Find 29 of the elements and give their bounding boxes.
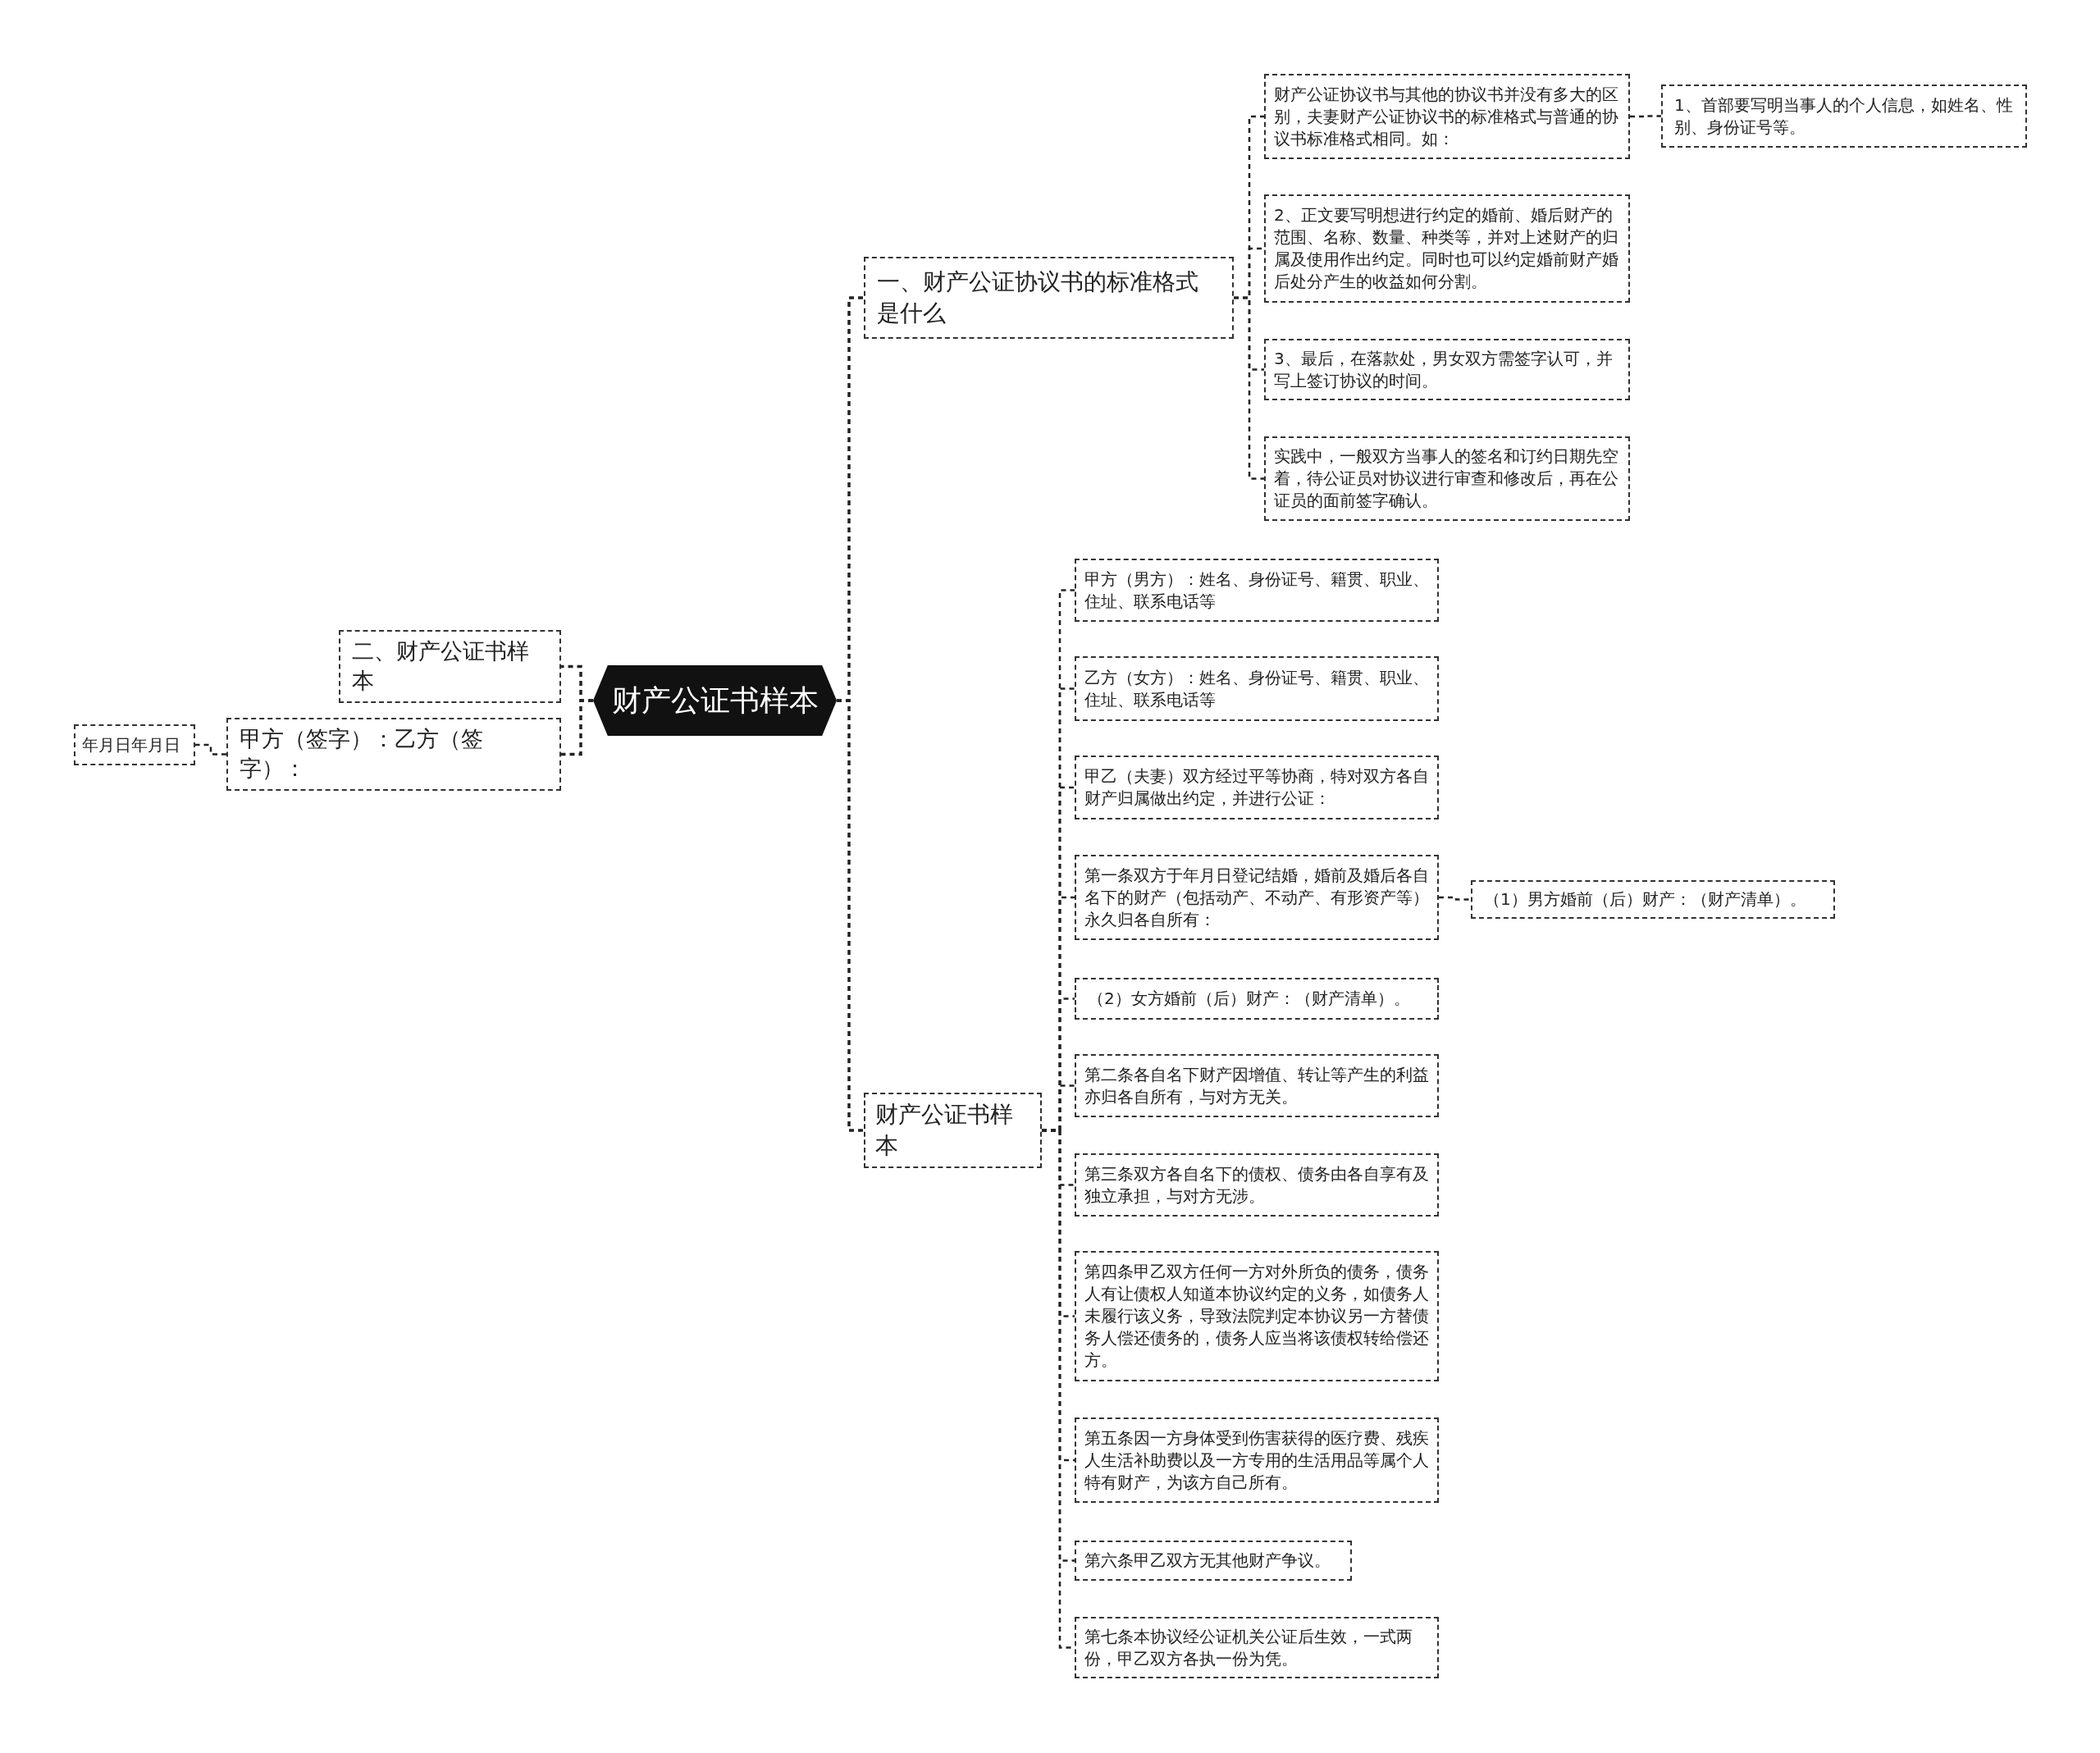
central-topic: 财产公证书样本 (593, 665, 837, 736)
topic-box: 财产公证协议书与其他的协议书并没有多大的区别，夫妻财产公证协议书的标准格式与普通的协议书标准格式相同。如： (1264, 74, 1630, 159)
topic-box: 二、财产公证书样本 (339, 630, 561, 703)
topic-box: 第三条双方各自名下的债权、债务由各自享有及独立承担，与对方无涉。 (1075, 1153, 1439, 1217)
topic-box: 第六条甲乙双方无其他财产争议。 (1075, 1541, 1352, 1581)
connector-line (1234, 296, 1264, 480)
topic-box: 第七条本协议经公证机关公证后生效，一式两份，甲乙双方各执一份为凭。 (1075, 1617, 1439, 1678)
topic-box: 1、首部要写明当事人的个人信息，如姓名、性别、身份证号等。 (1661, 84, 2027, 148)
topic-box: 实践中，一般双方当事人的签名和订约日期先空着，待公证员对协议进行审查和修改后，再在公证员的面前签字确认。 (1264, 436, 1630, 521)
topic-box: 甲方（签字）：乙方（签字）： (226, 718, 561, 791)
topic-box: 第四条甲乙双方任何一方对外所负的债务，债务人有让债权人知道本协议约定的义务，如债务人未履行该义务，导致法院判定本协议另一方替债务人偿还债务的，债务人应当将该债权转给偿还方。 (1075, 1251, 1439, 1381)
connector-line (837, 699, 864, 1132)
topic-box: （2）女方婚前（后）财产：（财产清单）。 (1075, 978, 1439, 1020)
connector-line (561, 699, 593, 756)
topic-box: 第一条双方于年月日登记结婚，婚前及婚后各自名下的财产（包括动产、不动产、有形资产等）永久归各自所有： (1075, 855, 1439, 940)
topic-box: 第二条各自名下财产因增值、转让等产生的利益亦归各自所有，与对方无关。 (1075, 1054, 1439, 1117)
topic-box: 甲乙（夫妻）双方经过平等协商，特对双方各自财产归属做出约定，并进行公证： (1075, 756, 1439, 819)
connector-line (1630, 115, 1661, 118)
topic-box: 一、财产公证协议书的标准格式是什么 (864, 257, 1234, 339)
topic-box: 3、最后，在落款处，男女双方需签字认可，并写上签订协议的时间。 (1264, 339, 1630, 400)
connector-line (1439, 896, 1471, 901)
topic-box: 年月日年月日 (74, 724, 195, 765)
topic-box: 财产公证书样本 (864, 1093, 1042, 1168)
topic-box: 第五条因一方身体受到伤害获得的医疗费、残疾人生活补助费以及一方专用的生活用品等属个人特有财产，为该方自己所有。 (1075, 1417, 1439, 1503)
topic-box: （1）男方婚前（后）财产：（财产清单）。 (1471, 880, 1835, 919)
topic-box: 2、正文要写明想进行约定的婚前、婚后财产的范围、名称、数量、种类等，并对上述财产的归属及使用作出约定。同时也可以约定婚前财产婚后处分产生的收益如何分割。 (1264, 194, 1630, 303)
topic-box: 乙方（女方）：姓名、身份证号、籍贯、职业、住址、联系电话等 (1075, 656, 1439, 721)
connector-line (195, 743, 226, 756)
topic-box: 甲方（男方）：姓名、身份证号、籍贯、职业、住址、联系电话等 (1075, 559, 1439, 622)
